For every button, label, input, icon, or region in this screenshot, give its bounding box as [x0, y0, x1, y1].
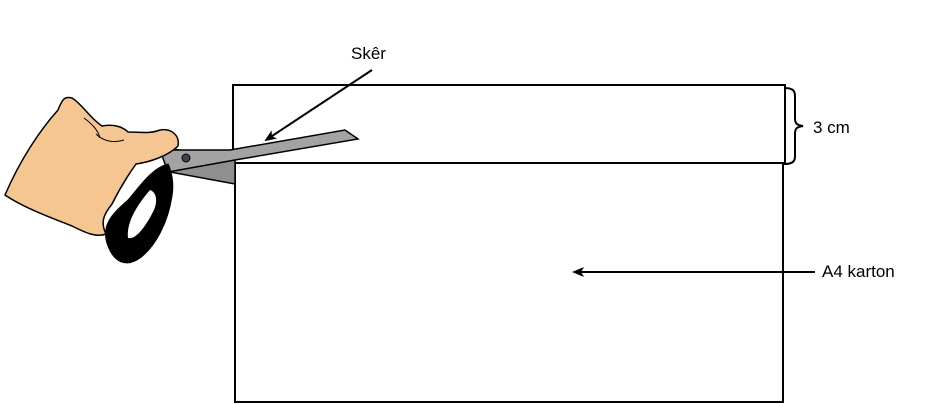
- scissors-arrow: [264, 69, 373, 142]
- a4-card: [234, 162, 784, 403]
- card-label: A4 karton: [822, 262, 895, 281]
- scissors-label: Skêr: [351, 44, 386, 63]
- scissors-icon: [105, 129, 360, 264]
- cut-strip: [232, 84, 786, 164]
- strip-width-label: 3 cm: [813, 118, 850, 137]
- strip-width-brace: [783, 87, 804, 165]
- hand-icon: [4, 96, 180, 237]
